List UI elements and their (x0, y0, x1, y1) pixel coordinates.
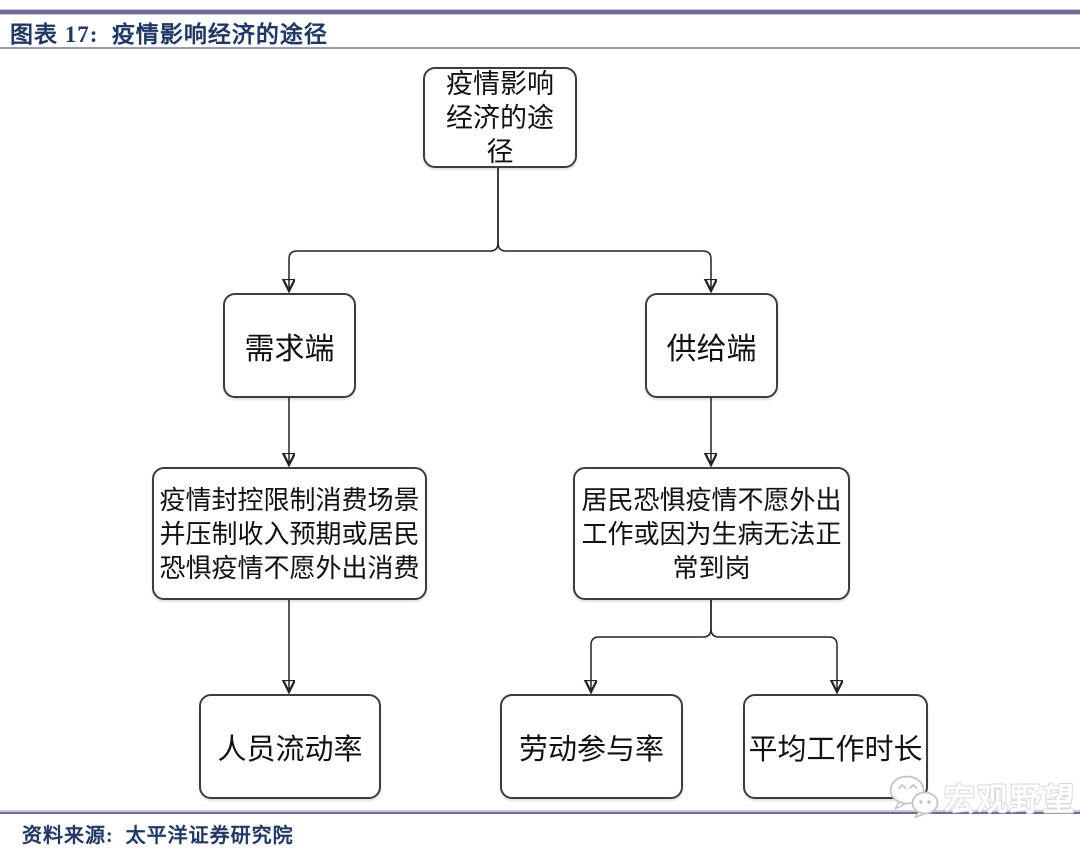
node-epidemic-paths-label: 疫情影响经济的途径 (446, 68, 554, 167)
figure-source: 资料来源: 太平洋证券研究院 (22, 825, 294, 847)
watermark: 宏观野望 (888, 774, 1076, 819)
node-epidemic-paths: 疫情影响经济的途径 (423, 67, 577, 168)
node-demand-side: 需求端 (223, 293, 356, 398)
watermark-label: 宏观野望 (943, 781, 1076, 817)
title-underline (0, 47, 1080, 49)
node-personnel-mobility-rate: 人员流动率 (199, 694, 381, 799)
node-supply-side: 供给端 (645, 293, 778, 398)
top-rule (0, 9, 1080, 15)
figure-title: 图表 17: 疫情影响经济的途径 (10, 22, 328, 47)
node-average-working-hours: 平均工作时长 (743, 694, 928, 799)
node-average-working-hours-label: 平均工作时长 (748, 733, 923, 766)
node-labor-participation-rate: 劳动参与率 (500, 694, 683, 799)
node-supply-detail: 居民恐惧疫情不愿外出工作或因为生病无法正常到岗 (573, 467, 850, 600)
node-labor-participation-rate-label: 劳动参与率 (518, 733, 664, 766)
node-personnel-mobility-rate-label: 人员流动率 (217, 733, 363, 766)
node-demand-detail-label: 疫情封控限制消费场景并压制收入预期或居民恐惧疫情不愿外出消费 (159, 484, 420, 583)
connector-supplydetail-to-hours (710, 599, 837, 692)
bottom-rule (0, 810, 1080, 814)
connector-root-to-supply (497, 168, 711, 291)
node-demand-side-label: 需求端 (244, 332, 335, 366)
node-supply-side-label: 供给端 (666, 332, 757, 366)
node-supply-detail-label: 居民恐惧疫情不愿外出工作或因为生病无法正常到岗 (581, 484, 842, 583)
wechat-icon (889, 775, 939, 818)
connector-supplydetail-to-participation (591, 599, 712, 692)
node-demand-detail: 疫情封控限制消费场景并压制收入预期或居民恐惧疫情不愿外出消费 (152, 467, 427, 600)
connector-root-to-demand (289, 168, 499, 291)
